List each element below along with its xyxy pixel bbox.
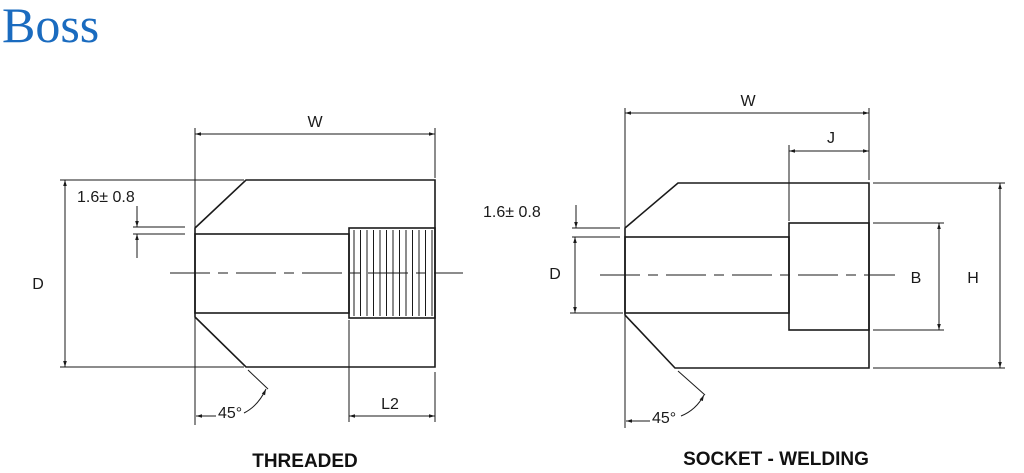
height-label: H — [967, 270, 979, 287]
tolerance-label: 1.6± 0.8 — [483, 204, 541, 221]
diameter-label: D — [549, 266, 561, 283]
socket-welding-caption: SOCKET - WELDING — [683, 449, 869, 470]
socket-cavity — [788, 222, 870, 331]
socket-depth-label: J — [827, 130, 835, 147]
diameter-label: D — [32, 276, 44, 293]
tolerance-label: 1.6± 0.8 — [77, 189, 135, 206]
socket-welding-drawing: W J H B D 1.6± 0.8 45° SOCKET - WELDING — [483, 93, 1005, 470]
angle-label: 45° — [218, 405, 242, 422]
width-label: W — [740, 93, 756, 110]
page-title: Boss — [2, 0, 100, 53]
width-label: W — [307, 114, 323, 131]
angle-label: 45° — [652, 410, 676, 427]
threaded-caption: THREADED — [252, 451, 358, 472]
bore-label: B — [911, 270, 922, 287]
thread-length-label: L2 — [381, 396, 399, 413]
threaded-drawing: W D 1.6± 0.8 45° L2 THREADED — [32, 114, 463, 472]
